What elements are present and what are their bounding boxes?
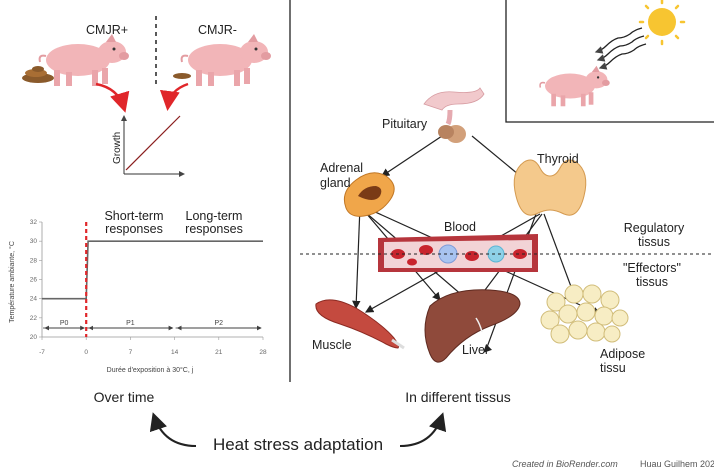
adipose-icon [540,284,629,344]
chart-xtick-label: -7 [39,349,45,356]
chart-ytick-label: 32 [30,219,38,226]
liver-label: Liver [462,343,489,357]
liver-icon [424,289,521,363]
sun-icon [638,0,686,46]
red-arrow-left [95,82,130,113]
chart-ylabel: Température ambiante, °C [8,241,16,323]
blood-vessel-icon [378,234,538,272]
chart-xtick-label: 21 [215,349,223,356]
blood-label: Blood [444,220,476,234]
period-label: P0 [60,320,69,327]
arrow-to-tissus [399,412,447,447]
cmjr-minus-label: CMJR- [198,23,237,37]
red-arrow-right [159,82,189,111]
growth-axis-label: Growth [112,132,123,164]
temperature-series-line [42,240,263,300]
effectors-label: "Effectors"tissus [623,261,681,289]
chart-ytick-label: 28 [30,257,38,264]
pig-heat [539,64,611,108]
different-tissus-caption: In different tissus [405,389,511,405]
muscle-label: Muscle [312,338,352,352]
heat-stress-title: Heat stress adaptation [213,435,383,454]
pituitary-label: Pituitary [382,117,428,131]
chart-xlabel: Durée d'exposition à 30°C, j [107,366,194,374]
arrow-to-over-time [149,412,197,447]
muscle-icon [315,299,405,350]
adrenal-gland-icon [343,172,395,217]
thyroid-icon [513,159,587,216]
biorender-credit: Created in BioRender.com [512,459,618,469]
chart-xtick-label: 0 [84,349,88,356]
chart-ytick-label: 26 [30,277,38,284]
growth-line [125,115,181,171]
chart-ytick-label: 24 [30,296,38,303]
chart-ytick-label: 22 [30,315,38,322]
period-label: P2 [215,320,224,327]
over-time-caption: Over time [94,389,155,405]
feed-pile-large [22,66,54,83]
chart-ytick-label: 30 [30,238,38,245]
thyroid-label: Thyroid [537,152,579,166]
heat-inset-frame [505,0,714,123]
pig-cmjr-minus [173,33,272,87]
temperature-chart: Température ambiante, °C Durée d'exposit… [8,209,267,374]
cmjr-plus-label: CMJR+ [86,23,128,37]
feed-pile-small [173,73,191,79]
chart-xtick-label: 7 [129,349,133,356]
chart-xtick-label: 28 [259,349,267,356]
author-credit: Huau Guilhem 2022 [640,459,714,469]
pig-cmjr-plus [22,33,130,87]
heat-rays [594,27,647,70]
pituitary-icon [423,87,485,143]
period-label: P1 [126,320,135,327]
growth-plot: Growth [112,115,185,177]
chart-xtick-label: 14 [171,349,179,356]
chart-ytick-label: 20 [30,334,38,341]
